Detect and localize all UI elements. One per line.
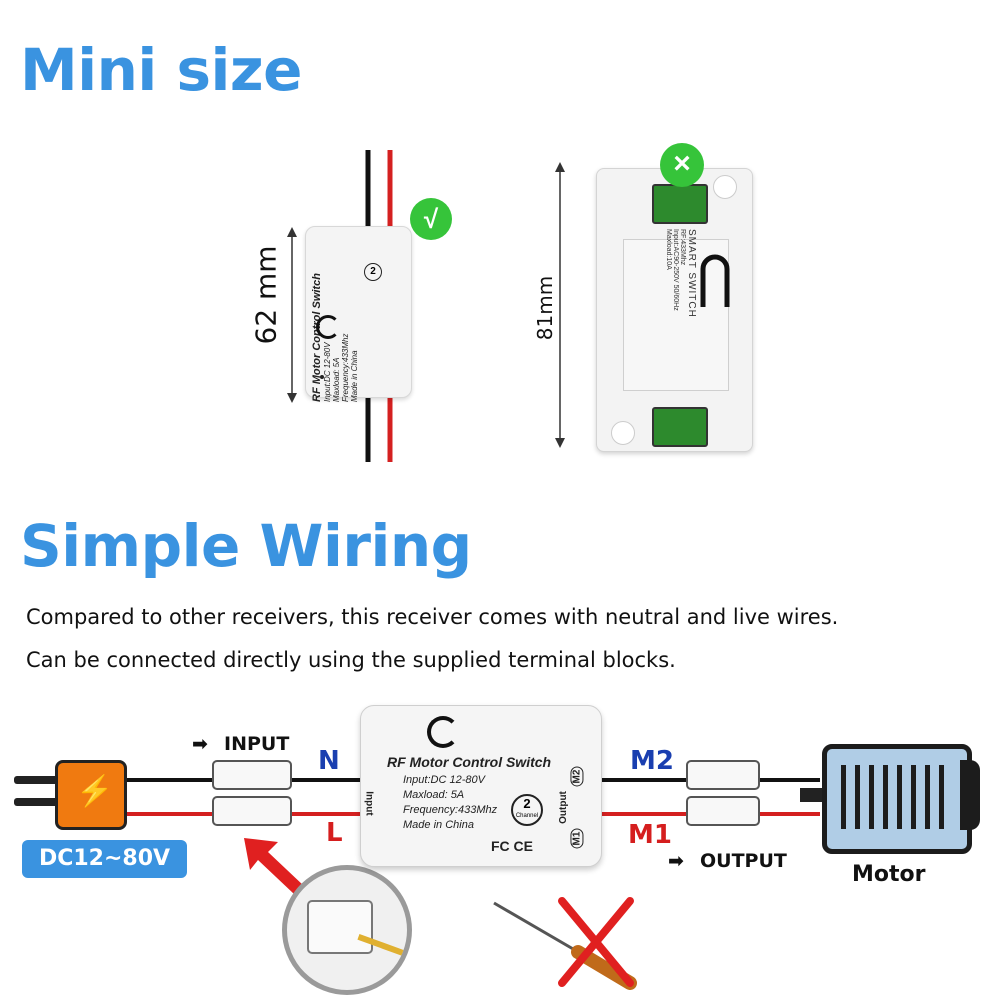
check-badge-icon: √ [410, 198, 452, 240]
plug-pin-top [14, 776, 58, 784]
terminal-block-right-bottom [686, 796, 760, 826]
large-dimension-arrow [555, 162, 565, 448]
x-badge-icon: × [660, 143, 704, 187]
large-device: SMART SWITCH RF:433Mhz Input:AC90-250V 5… [596, 168, 753, 452]
wiring-device-channel-label: Channel [515, 813, 539, 819]
terminal-zoom-circle [282, 865, 412, 995]
wiring-device-origin: Made in China [403, 819, 474, 831]
small-dimension-label: 62 mm [249, 245, 283, 345]
wiring-device-m2: M2 [570, 766, 584, 787]
plug-pin-bottom [14, 798, 58, 806]
wire-letter-l: L [326, 818, 343, 848]
large-device-logo-icon [700, 254, 730, 307]
zoom-terminal-block [307, 900, 373, 954]
description-line-1: Compared to other receivers, this receiv… [26, 605, 839, 629]
wiring-device-logo-icon [427, 716, 459, 748]
small-device-dot [320, 375, 324, 379]
small-device-origin: Made in China [350, 350, 359, 402]
large-device-terminal-bottom [652, 407, 708, 447]
wiring-device-maxload: Maxload: 5A [403, 789, 465, 801]
small-device-input: Input:DC 12-80V [323, 342, 332, 402]
large-device-panel [623, 239, 729, 391]
small-device-frequency: Frequency:433Mhz [341, 333, 350, 402]
input-label: INPUT [224, 733, 290, 755]
wiring-device-input-side: Input [363, 791, 375, 816]
wire-letter-m1: M1 [628, 820, 672, 850]
small-device-channel: 2 [364, 263, 382, 281]
power-badge: DC12~80V [22, 840, 187, 878]
small-device: RF Motor Control Switch Input:DC 12-80V … [305, 226, 412, 402]
large-device-hole-top [713, 175, 737, 199]
screwdriver-no-icon [493, 897, 637, 990]
motor-shaft [800, 788, 822, 802]
wire-letter-n: N [318, 746, 340, 776]
small-device-wires [365, 150, 393, 462]
motor-body [822, 744, 972, 854]
terminal-block-left-top [212, 760, 292, 790]
lightning-icon: ⚡ [76, 775, 114, 808]
wiring-device-output-side: Output [557, 791, 569, 824]
motor-icon [800, 738, 990, 854]
wiring-device-channel-badge: 2 Channel [511, 794, 543, 826]
output-arrow-icon: ➡ [668, 850, 684, 872]
wiring-device-input: Input:DC 12-80V [403, 774, 485, 786]
wiring-device-m1: M1 [570, 828, 584, 849]
input-arrow-icon: ➡ [192, 733, 208, 755]
plug-icon: ⚡ [55, 760, 127, 830]
large-dimension-label: 81mm [533, 275, 557, 341]
motor-endcap [960, 760, 980, 830]
large-device-spec3: Maxload:10A [665, 229, 672, 270]
large-device-spec2: Input:AC90-250V 50/60Hz [672, 229, 679, 311]
wiring-device-certs: FC CE [491, 838, 533, 854]
large-device-spec1: RF:433Mhz [679, 229, 686, 266]
wiring-device-title: RF Motor Control Switch [387, 754, 552, 770]
wiring-device: RF Motor Control Switch Input:DC 12-80V … [360, 705, 602, 867]
wire-letter-m2: M2 [630, 746, 674, 776]
large-device-terminal-top [652, 184, 708, 224]
large-device-hole-bottom [611, 421, 635, 445]
small-device-maxload: Maxload: 5A [332, 357, 341, 402]
terminal-block-left-bottom [212, 796, 292, 826]
wiring-device-channel: 2 [523, 796, 531, 811]
motor-label: Motor [852, 862, 926, 887]
description-line-2: Can be connected directly using the supp… [26, 648, 676, 672]
motor-fins [841, 765, 951, 829]
small-dimension-arrow [287, 227, 297, 403]
heading-simple-wiring: Simple Wiring [20, 512, 472, 580]
terminal-block-right-top [686, 760, 760, 790]
wiring-device-frequency: Frequency:433Mhz [403, 804, 498, 816]
output-label: OUTPUT [700, 850, 787, 872]
small-device-logo-icon [316, 315, 340, 339]
heading-mini-size: Mini size [20, 36, 302, 104]
small-device-label-block: RF Motor Control Switch Input:DC 12-80V … [311, 222, 401, 402]
large-device-label-block: SMART SWITCH RF:433Mhz Input:AC90-250V 5… [637, 229, 697, 389]
red-arrow-icon [244, 838, 304, 894]
